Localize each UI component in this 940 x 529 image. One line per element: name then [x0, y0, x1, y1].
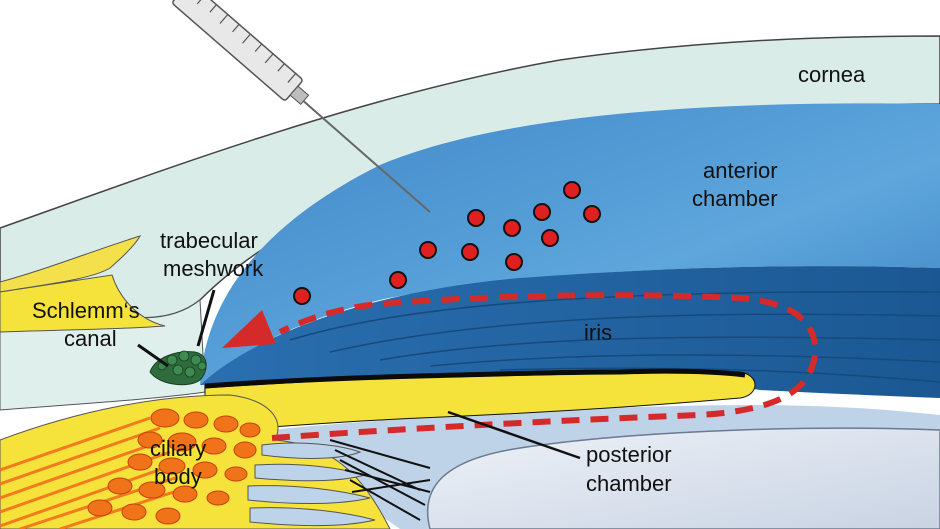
particle [533, 203, 551, 221]
particle [419, 241, 437, 259]
trabecular-meshwork [157, 350, 207, 378]
particle [467, 209, 485, 227]
label-trabecular-meshwork: trabecular meshwork [160, 228, 264, 281]
limbal-wedge [0, 235, 142, 293]
label-anterior-chamber: anterior chamber [692, 158, 784, 211]
particle [563, 181, 581, 199]
zonular-fibers [329, 439, 431, 521]
particle [505, 253, 523, 271]
leader-trabecular [196, 289, 216, 347]
particle [293, 287, 311, 305]
label-iris: iris [584, 320, 612, 345]
label-cornea: cornea [798, 62, 866, 87]
label-posterior-chamber: posterior chamber [586, 442, 678, 496]
iris-stroma-lines [289, 291, 940, 383]
syringe-icon [172, 0, 431, 213]
aqueous-flow-arrow [271, 292, 819, 441]
label-ciliary-body: ciliary body [150, 436, 212, 489]
leader-schlemm [137, 343, 169, 368]
particle [583, 205, 601, 223]
lens [426, 427, 940, 529]
particle [503, 219, 521, 237]
ciliary-processes [247, 442, 376, 527]
limbal-wedge-body [0, 274, 166, 333]
label-schlemms-canal: Schlemm‘s canal [32, 298, 146, 351]
particle [541, 229, 559, 247]
particle [389, 271, 407, 289]
particles-layer [293, 181, 601, 305]
particle [461, 243, 479, 261]
ciliary-muscle-blobs [87, 408, 261, 525]
iris [200, 266, 940, 398]
iris-dark-edge [204, 368, 746, 389]
aqueous-flow-arrowhead [222, 310, 276, 348]
leader-posterior [447, 410, 581, 460]
